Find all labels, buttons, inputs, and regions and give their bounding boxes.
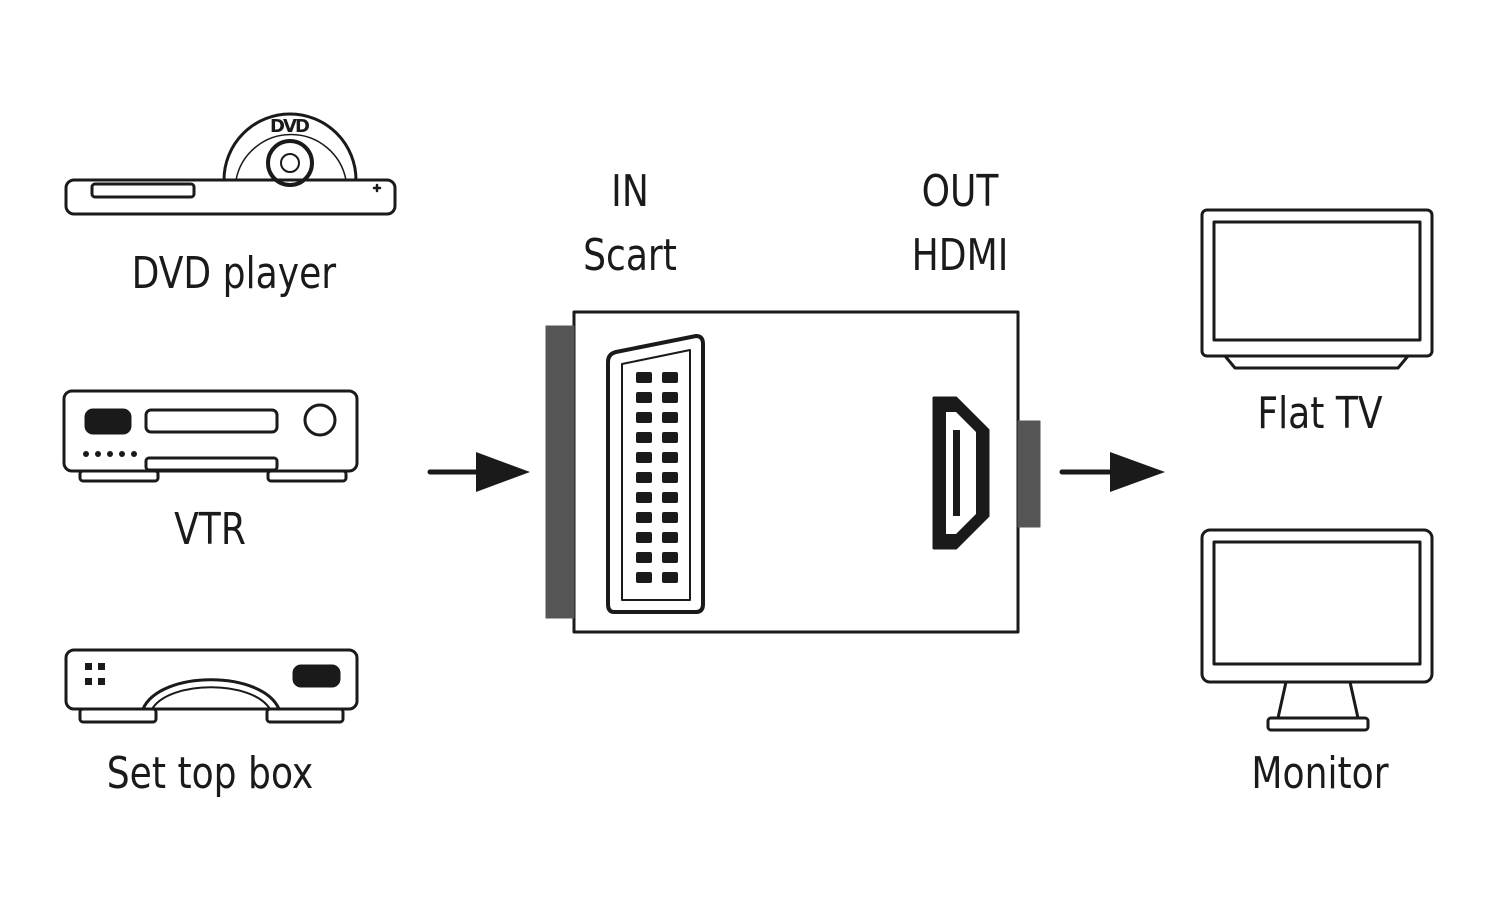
scart-pin — [636, 552, 652, 563]
scart-pin — [662, 432, 678, 443]
out-label: OUT — [921, 166, 999, 217]
scart-pin — [662, 492, 678, 503]
scart-pin — [636, 392, 652, 403]
scart-pin — [636, 412, 652, 423]
scart-pin — [636, 472, 652, 483]
flat-tv-icon — [1200, 208, 1434, 370]
hdmi-label: HDMI — [911, 230, 1009, 281]
monitor-icon — [1200, 528, 1434, 732]
dvd-disc-text: DVD — [270, 116, 310, 137]
scart-pin — [662, 372, 678, 383]
scart-pin — [636, 432, 652, 443]
dvd-player-icon: DVD — [64, 112, 397, 216]
scart-pin — [662, 572, 678, 583]
set-top-box-icon — [64, 648, 359, 724]
in-label: IN — [611, 166, 649, 217]
flat-tv-label: Flat TV — [1257, 388, 1383, 439]
arrow-in-icon — [427, 452, 530, 492]
scart-pin — [662, 412, 678, 423]
adapter-body — [545, 310, 1041, 634]
scart-pin — [662, 552, 678, 563]
scart-pin — [662, 512, 678, 523]
scart-pin — [662, 392, 678, 403]
scart-pin — [636, 492, 652, 503]
scart-pin — [662, 472, 678, 483]
set-top-box-label: Set top box — [106, 748, 314, 799]
hdmi-side-plate — [1017, 420, 1041, 528]
scart-pin — [636, 572, 652, 583]
vtr-label: VTR — [174, 504, 246, 555]
scart-label: Scart — [583, 230, 677, 281]
dvd-player-label: DVD player — [131, 248, 337, 299]
scart-pin — [636, 512, 652, 523]
arrow-out-icon — [1059, 452, 1165, 492]
scart-pin — [662, 452, 678, 463]
scart-side-plate — [545, 325, 575, 619]
scart-pin — [636, 372, 652, 383]
scart-pin — [636, 532, 652, 543]
monitor-label: Monitor — [1251, 748, 1389, 799]
scart-pin — [662, 532, 678, 543]
hdmi-connector-icon — [932, 396, 990, 550]
scart-connector-icon — [606, 334, 705, 614]
vtr-icon — [62, 389, 359, 483]
scart-pin — [636, 452, 652, 463]
